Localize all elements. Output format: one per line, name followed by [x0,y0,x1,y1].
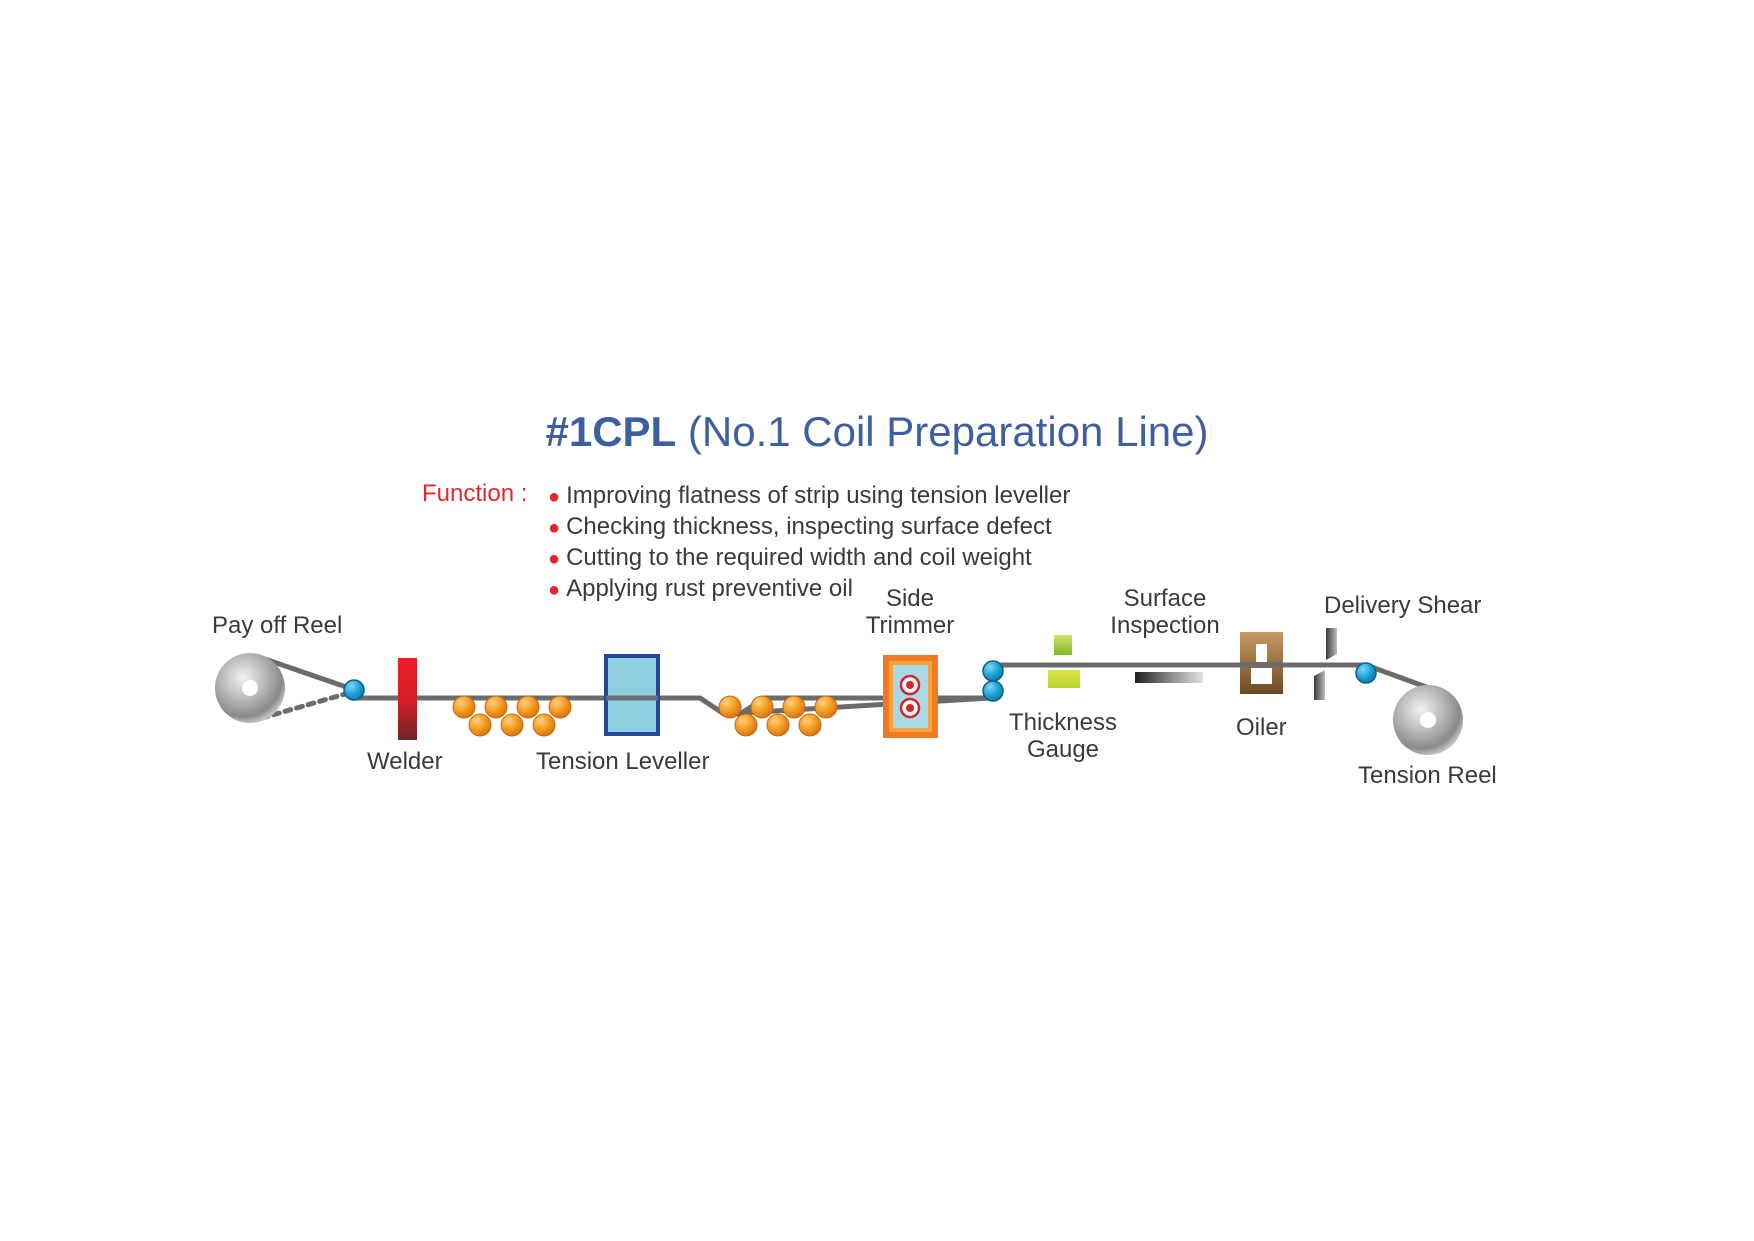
delivery-shear-unit [1314,628,1337,700]
side-trimmer-unit [883,655,938,738]
bullet-icon: ● [548,548,561,570]
label-pay-off-reel: Pay off Reel [212,612,343,639]
label-oiler: Oiler [1236,714,1287,741]
label-thickness-gauge: Thickness Gauge [1003,709,1123,763]
welder-unit [398,658,417,740]
label-surface-inspection: Surface Inspection [1100,585,1230,639]
guide-roll [343,679,365,701]
guide-roll [982,680,1004,702]
thickness-gauge-unit [1048,635,1080,688]
label-thickness-gauge-line2: Gauge [1026,736,1100,763]
function-list: ●Improving flatness of strip using tensi… [548,480,1070,604]
function-item-text: Applying rust preventive oil [566,575,853,602]
label-thickness-gauge-line1: Thickness [1008,709,1118,736]
leveller-rolls-exit [718,695,838,737]
function-item-text: Cutting to the required width and coil w… [566,544,1032,571]
function-item-text: Checking thickness, inspecting surface d… [566,513,1052,540]
title-code: #1CPL [545,408,677,455]
label-side-trimmer: Side Trimmer [860,585,960,639]
title-name: (No.1 Coil Preparation Line) [687,408,1209,455]
bullet-icon: ● [548,486,561,508]
label-surface-inspection-line2: Inspection [1110,612,1220,639]
leveller-rolls-entry [452,695,572,737]
label-welder: Welder [367,748,443,775]
label-delivery-shear: Delivery Shear [1324,592,1482,619]
label-surface-inspection-line1: Surface [1123,585,1207,612]
pay-off-reel-coil [215,653,285,723]
function-item: ●Improving flatness of strip using tensi… [548,480,1070,511]
tension-leveller-box [604,654,660,736]
bullet-icon: ● [548,517,561,539]
tension-reel-coil [1393,685,1463,755]
label-tension-reel: Tension Reel [1358,762,1497,789]
function-label: Function : [422,480,528,507]
function-item: ●Cutting to the required width and coil … [548,542,1070,573]
function-item: ●Checking thickness, inspecting surface … [548,511,1070,542]
diagram-title: #1CPL (No.1 Coil Preparation Line) [0,408,1754,456]
function-item-text: Improving flatness of strip using tensio… [566,482,1071,509]
surface-inspection-unit [1135,672,1203,683]
guide-roll [1355,662,1377,684]
bullet-icon: ● [548,579,561,601]
label-side-trimmer-line2: Trimmer [865,612,955,639]
guide-roll [982,660,1004,682]
function-item: ●Applying rust preventive oil [548,573,1070,604]
label-side-trimmer-line1: Side [885,585,935,612]
label-tension-leveller: Tension Leveller [536,748,710,775]
